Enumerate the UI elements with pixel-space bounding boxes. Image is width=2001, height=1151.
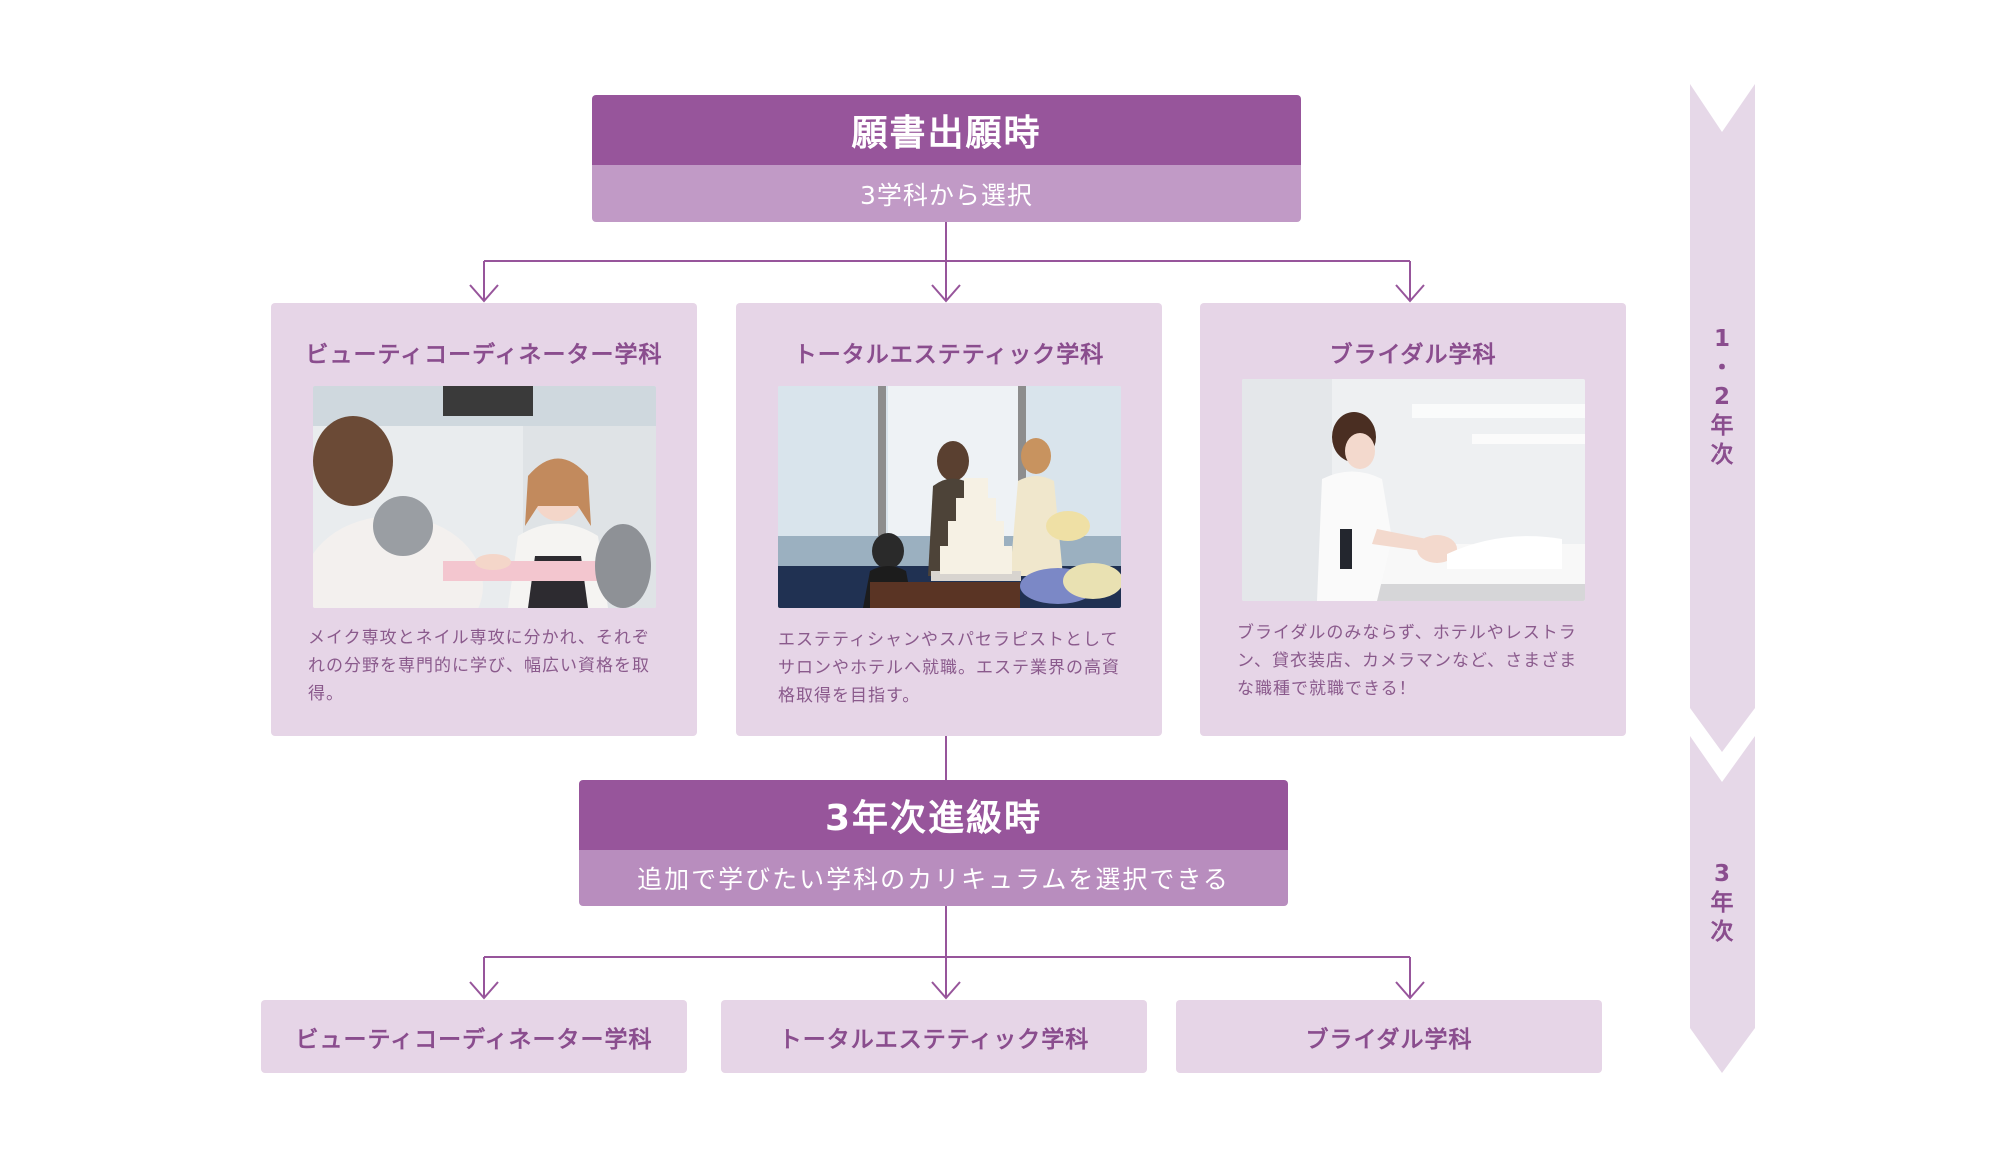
timeline-chevron-stage2 [1690,736,1755,1073]
timeline-label-stage2: 3 年 次 [1710,861,1734,945]
facial-treatment-photo [1242,379,1585,601]
timeline-label-stage1: 1 ・ 2 年 次 [1710,326,1734,468]
course-title: ブライダル学科 [1329,342,1497,368]
third-year-title: 3年次進級時 [579,780,1288,850]
bottom-course-bridal: ブライダル学科 [1176,1000,1602,1073]
course-title: トータルエステティック学科 [793,342,1105,368]
course-description: ブライダルのみならず、ホテルやレストラン、貸衣装店、カメラマンなど、さまざまな職… [1237,623,1578,699]
nail-salon-photo [313,386,656,608]
course-description: メイク専攻とネイル専攻に分かれ、それぞれの分野を専門的に学び、幅広い資格を取得。 [308,628,650,704]
application-title: 願書出願時 [592,95,1301,165]
bottom-course-beauty: ビューティコーディネーター学科 [261,1000,687,1073]
wedding-cake-photo [778,386,1121,608]
third-year-subtitle: 追加で学びたい学科のカリキュラムを選択できる [579,850,1288,906]
bottom-course-esthetic: トータルエステティック学科 [721,1000,1147,1073]
application-header: 願書出願時 3学科から選択 [592,95,1301,222]
course-title: ビューティコーディネーター学科 [305,342,663,368]
third-year-header: 3年次進級時 追加で学びたい学科のカリキュラムを選択できる [579,780,1288,906]
timeline-chevron-stage1 [1690,84,1755,752]
course-card-esthetic: トータルエステティック学科 エステティシャンやスパセラピ [736,303,1162,736]
course-card-bridal: ブライダル学科 ブライダルのみならず、ホテルやレストラン、貸衣装店、カメラマンな… [1200,303,1626,736]
course-description: エステティシャンやスパセラピストとしてサロンやホテルへ就職。エステ業界の高資格取… [778,630,1120,706]
application-subtitle: 3学科から選択 [592,165,1301,222]
course-card-beauty: ビューティコーディネーター学科 メイク専攻とネイル専攻に分かれ、それぞれの分野を… [271,303,697,736]
